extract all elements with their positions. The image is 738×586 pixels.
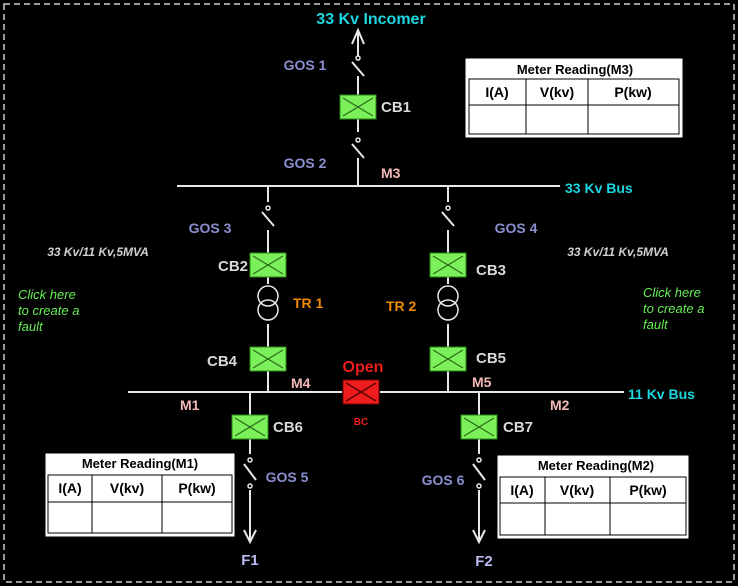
- fault-link-right[interactable]: Click here to create a fault: [643, 285, 704, 332]
- gos-1-switch[interactable]: [350, 52, 366, 80]
- transformer-1-label: TR 1: [293, 295, 324, 311]
- fault-link-right-line2[interactable]: to create a: [643, 301, 704, 316]
- transformer-2-rating: 33 Kv/11 Kv,5MVA: [567, 245, 669, 259]
- bus-coupler-breaker[interactable]: [342, 379, 380, 405]
- bus-coupler-status: Open: [343, 359, 384, 376]
- meter-m1-col-voltage: V(kv): [110, 480, 144, 496]
- bus-coupler-label: BC: [354, 417, 368, 428]
- cb4-label: CB4: [207, 353, 238, 370]
- cb4-breaker[interactable]: [249, 346, 287, 372]
- meter-m2-col-power: P(kw): [629, 482, 666, 498]
- meter-m1-title: Meter Reading(M1): [82, 456, 198, 471]
- m5-point-label: M5: [472, 374, 492, 390]
- m4-point-label: M4: [291, 375, 311, 391]
- gos-5-switch[interactable]: [242, 454, 258, 490]
- gos-5-label: GOS 5: [266, 469, 309, 485]
- cb1-breaker[interactable]: [339, 94, 377, 120]
- bus-11kv-label: 11 Kv Bus: [628, 386, 695, 402]
- feeder-2-arrow: [472, 529, 486, 545]
- transformer-2-label: TR 2: [386, 298, 417, 314]
- gos-1-label: GOS 1: [284, 57, 327, 73]
- cb6-label: CB6: [273, 419, 303, 436]
- cb7-breaker[interactable]: [460, 414, 498, 440]
- m3-point-label: M3: [381, 165, 401, 181]
- cb1-label: CB1: [381, 99, 411, 116]
- gos-3-label: GOS 3: [189, 220, 232, 236]
- meter-m3-col-current: I(A): [485, 84, 508, 100]
- feeder-2-label: F2: [475, 553, 493, 570]
- meter-m1-col-current: I(A): [58, 480, 81, 496]
- cb6-breaker[interactable]: [231, 414, 269, 440]
- frame-border: [3, 3, 735, 583]
- meter-m2-col-voltage: V(kv): [560, 482, 594, 498]
- fault-link-left-line3[interactable]: fault: [18, 319, 44, 334]
- transformer-2-symbol: [436, 284, 460, 324]
- gos-2-label: GOS 2: [284, 155, 327, 171]
- meter-table-m2: Meter Reading(M2) I(A) V(kv) P(kw): [496, 454, 690, 540]
- meter-m1-col-power: P(kw): [178, 480, 215, 496]
- gos-2-switch[interactable]: [350, 132, 366, 162]
- cb5-label: CB5: [476, 350, 506, 367]
- incomer-title: 33 Kv Incomer: [316, 11, 425, 28]
- m1-point-label: M1: [180, 397, 200, 413]
- fault-link-left[interactable]: Click here to create a fault: [18, 287, 79, 334]
- cb2-breaker[interactable]: [249, 252, 287, 278]
- fault-link-left-line1[interactable]: Click here: [18, 287, 76, 302]
- gos-3-switch[interactable]: [260, 202, 276, 230]
- transformer-1-rating: 33 Kv/11 Kv,5MVA: [47, 245, 149, 259]
- fault-link-right-line3[interactable]: fault: [643, 317, 669, 332]
- feeder-1-arrow: [243, 529, 257, 545]
- meter-table-m1: Meter Reading(M1) I(A) V(kv) P(kw): [44, 452, 236, 538]
- meter-m3-title: Meter Reading(M3): [517, 62, 633, 77]
- feeder-1-label: F1: [241, 552, 259, 569]
- cb5-breaker[interactable]: [429, 346, 467, 372]
- bus-33kv-label: 33 Kv Bus: [565, 180, 633, 196]
- meter-m3-col-voltage: V(kv): [540, 84, 574, 100]
- gos-4-switch[interactable]: [440, 202, 456, 230]
- cb3-breaker[interactable]: [429, 252, 467, 278]
- meter-table-m3: Meter Reading(M3) I(A) V(kv) P(kw): [464, 57, 684, 139]
- meter-m3-col-power: P(kw): [614, 84, 651, 100]
- m2-point-label: M2: [550, 397, 570, 413]
- cb2-label: CB2: [218, 258, 248, 275]
- fault-link-left-line2[interactable]: to create a: [18, 303, 79, 318]
- cb7-label: CB7: [503, 419, 533, 436]
- meter-m2-title: Meter Reading(M2): [538, 458, 654, 473]
- gos-4-label: GOS 4: [495, 220, 538, 236]
- cb3-label: CB3: [476, 262, 506, 279]
- gos-6-switch[interactable]: [471, 454, 487, 490]
- meter-m2-col-current: I(A): [510, 482, 533, 498]
- fault-link-right-line1[interactable]: Click here: [643, 285, 701, 300]
- gos-6-label: GOS 6: [422, 472, 465, 488]
- transformer-1-symbol: [256, 284, 280, 324]
